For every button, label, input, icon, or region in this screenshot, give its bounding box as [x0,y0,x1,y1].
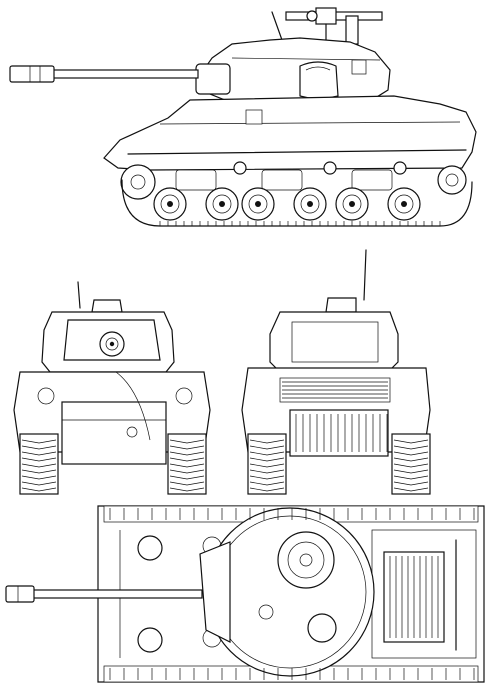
track-link [169,463,205,468]
side-antenna [271,11,283,41]
top-loader-hatch [307,613,337,643]
track-link [393,481,429,486]
rear-roof-gun [325,297,357,313]
track-link [249,445,285,450]
side-roof-machine-gun [285,7,383,45]
top-engine-grille-slats [389,556,439,638]
track-link [393,451,429,456]
side-fender-line [127,149,467,155]
side-hull-plate [245,109,263,125]
top-view [5,505,485,683]
rear-view [241,249,431,495]
track-link [249,463,285,468]
track-link [21,463,57,468]
side-road-wheel-axle [401,201,407,207]
top-codriver-hatch [137,627,163,653]
front-tow-cable [115,371,151,441]
track-link [21,445,57,450]
track-link [249,469,285,474]
track-link [169,439,205,444]
top-turret-vent [258,604,274,620]
front-track-right [167,433,207,495]
track-link [169,481,205,486]
track-link [393,445,429,450]
track-link [169,475,205,480]
front-track-left [19,433,59,495]
side-road-wheel-axle [349,201,355,207]
track-link [393,475,429,480]
side-track-links [159,221,441,226]
track-link [169,469,205,474]
side-road-wheel-axle [307,201,313,207]
rear-engine-grille [289,409,389,457]
side-road-wheel-axle [255,201,261,207]
track-link [393,457,429,462]
track-link [249,439,285,444]
track-link [393,469,429,474]
track-link [393,439,429,444]
track-link [393,463,429,468]
rear-grille-slats [295,414,388,452]
side-road-wheels [153,187,421,221]
track-link [169,451,205,456]
top-driver-hatch [137,535,163,561]
front-antenna [77,281,81,309]
rear-track-right [391,433,431,495]
top-track-links [109,508,475,680]
rear-track-links [249,439,429,492]
track-link [249,481,285,486]
front-headlight-right [175,387,193,405]
front-headlight-left [37,387,55,405]
track-link [21,457,57,462]
top-turret-ring [205,507,375,677]
side-view [9,7,477,227]
side-suspension-bogies [175,169,393,191]
track-link [169,445,205,450]
side-muzzle-brake [9,65,55,83]
side-turret [197,37,391,105]
rear-antenna [363,249,367,301]
front-track-links [21,439,205,492]
track-link [393,487,429,492]
track-link [249,457,285,462]
top-muzzle-brake [5,585,35,603]
front-roof-gun [91,299,123,313]
front-view [13,281,211,495]
rear-turret-bustle [291,321,379,363]
side-main-gun-barrel [51,69,199,79]
track-link [21,475,57,480]
track-link [249,475,285,480]
side-gun-mantlet [195,63,231,95]
track-link [21,439,57,444]
track-link [21,481,57,486]
track-link [21,451,57,456]
side-turret-vision-block [351,59,367,75]
front-tow-hook [126,426,138,438]
rear-deflector-slats [282,381,388,399]
side-road-wheel-axle [167,201,173,207]
side-road-wheel-axle [219,201,225,207]
side-return-rollers [233,161,407,175]
top-gun-mantlet [199,541,231,643]
side-track [121,179,473,227]
track-link [249,451,285,456]
track-link [21,469,57,474]
top-main-gun-barrel [31,589,203,599]
front-transmission-cover [61,401,167,465]
track-link [169,457,205,462]
track-link [249,487,285,492]
track-link [21,487,57,492]
side-hull [103,95,477,171]
track-link [169,487,205,492]
rear-track-left [247,433,287,495]
